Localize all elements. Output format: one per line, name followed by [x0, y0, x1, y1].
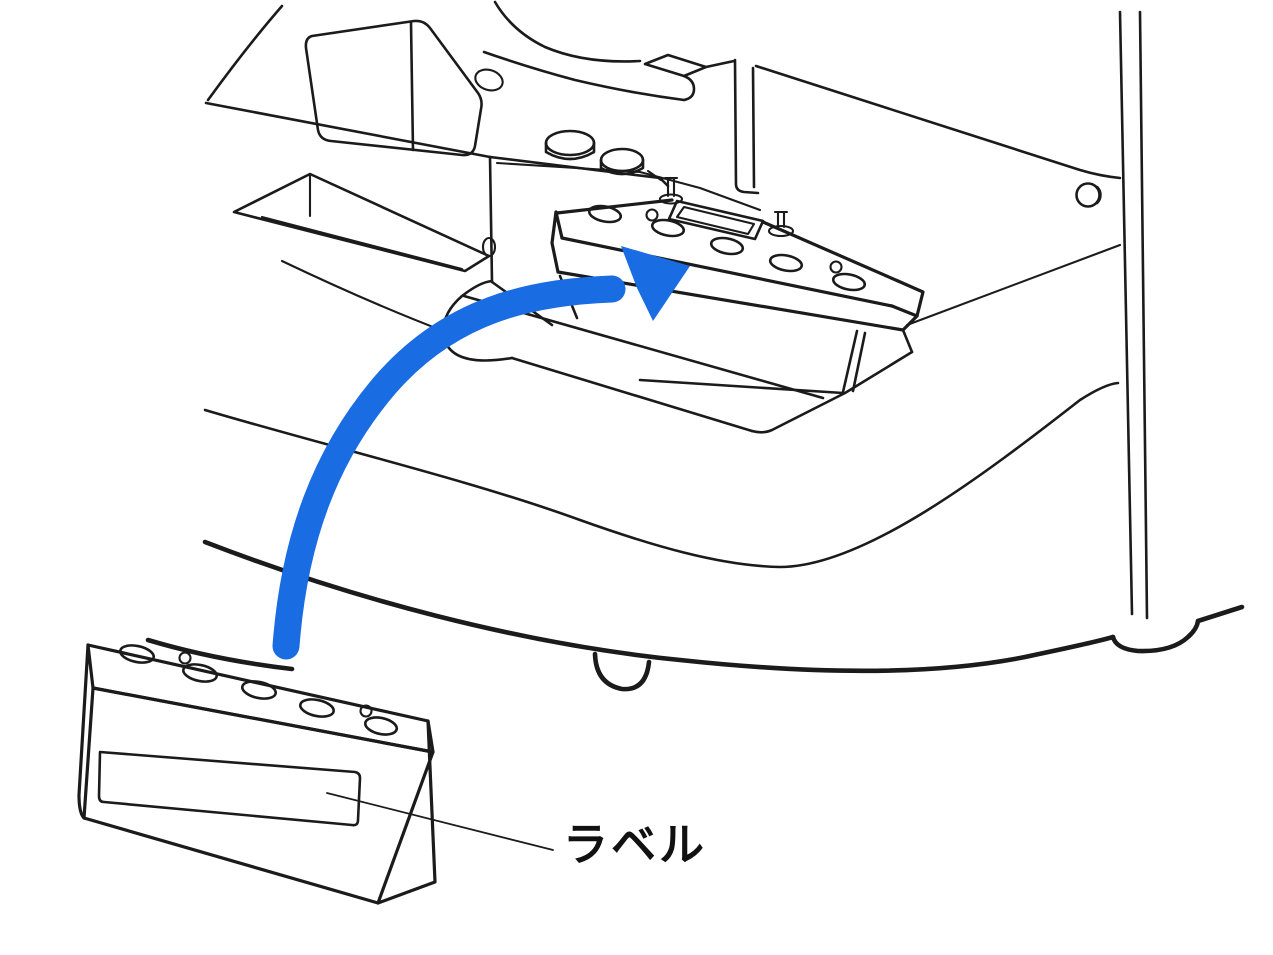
- box-hole-2: [181, 663, 219, 683]
- bar-back-edge-right: [761, 220, 900, 283]
- screw-box-nub: [481, 236, 497, 258]
- machine-right-edge-inner: [1118, 10, 1134, 616]
- bar-hole-small-1: [645, 208, 659, 222]
- callout-label: ラベル: [563, 819, 708, 870]
- base-front-edge: [202, 539, 1116, 674]
- interior-cartridge-box: [304, 19, 504, 157]
- ridge-notch-curve: [682, 74, 696, 102]
- box-hole-small-1: [178, 651, 192, 665]
- machine-right-edge-outer: [1138, 10, 1149, 620]
- arrow-head: [621, 246, 690, 321]
- pin-2-stem: [773, 210, 789, 229]
- recess-inner: [675, 205, 756, 236]
- deck-back-edge: [204, 101, 492, 159]
- base-bottom-left-edge: [145, 637, 295, 672]
- box-right-face: [376, 719, 437, 905]
- alignment-pin-2: [767, 210, 795, 238]
- pedestal-right-leg-a: [841, 329, 859, 394]
- pin-2-cap: [767, 224, 795, 238]
- arrow-shaft: [272, 275, 626, 660]
- dome-screw-1: [544, 129, 596, 157]
- top-ridge-right: [754, 64, 1122, 180]
- dome-screw-2-side: [599, 158, 645, 176]
- box-hole-1: [118, 644, 156, 664]
- screw-box-top: [488, 155, 662, 180]
- frame-post-right: [751, 66, 756, 189]
- deck-edge-right: [905, 243, 1122, 327]
- tray-recess: [462, 274, 914, 434]
- pin-1-stem: [663, 176, 679, 198]
- bar-hole-small-2: [829, 260, 843, 274]
- frame-post-left: [733, 58, 760, 195]
- bar-hole-4: [768, 253, 804, 273]
- ridge-notch-step: [643, 53, 708, 78]
- box-front-face: [82, 686, 435, 905]
- box-hole-4: [298, 698, 336, 718]
- dome-screw-2: [599, 147, 645, 173]
- bar-hole-3: [709, 236, 745, 256]
- alignment-pin-1: [646, 169, 684, 205]
- base-front-edge-right: [1195, 604, 1245, 624]
- top-ridge-left: [493, 0, 642, 63]
- dome-screw-1-side: [544, 141, 596, 161]
- left-foot: [592, 651, 652, 692]
- curved-arrow-icon: [272, 246, 690, 660]
- pedestal-bottom: [638, 378, 845, 395]
- tray-floor-front: [750, 350, 914, 434]
- bar-hole-1: [587, 204, 623, 224]
- screw-box-left: [488, 155, 494, 284]
- consumable-box: [77, 643, 437, 905]
- box-left-edge: [77, 643, 90, 820]
- cartridge-box-outline: [304, 19, 483, 157]
- tray-right-edge: [901, 328, 914, 354]
- slot-deck-edge: [280, 259, 448, 334]
- pin-1-cap: [658, 193, 684, 205]
- bar-right-end-cap: [890, 279, 925, 318]
- holder-bar: [550, 169, 925, 332]
- bar-front-top-edge: [560, 236, 894, 308]
- recess-outer: [667, 199, 765, 241]
- right-foot: [1110, 618, 1201, 654]
- label-area: [97, 750, 362, 827]
- arm-lower-edge: [482, 50, 686, 102]
- pedestal-right-leg-b: [851, 331, 867, 393]
- box-hole-small-2: [359, 704, 373, 718]
- cartridge-box-divider: [409, 21, 415, 152]
- bar-left-corner: [554, 210, 564, 240]
- deck-oval-hole: [474, 68, 504, 92]
- box-hole-3: [240, 680, 278, 700]
- slot-inner-floor: [260, 215, 464, 271]
- box-hole-5: [363, 716, 399, 736]
- bar-hole-2: [650, 218, 686, 238]
- bar-right-end-bottom: [901, 314, 919, 332]
- pin-1-link: [646, 169, 663, 182]
- bar-left-end: [550, 210, 560, 274]
- side-knob-rim: [1095, 185, 1102, 205]
- bar-back-edge-left: [555, 198, 674, 215]
- top-left-corner: [206, 4, 284, 102]
- callout-line: [326, 792, 554, 851]
- ridge-notch-link: [704, 59, 736, 69]
- machine-body: [145, 0, 1245, 692]
- tray-lip-inner: [510, 356, 754, 433]
- slot-outline: [232, 172, 491, 273]
- front-panel-curve: [203, 381, 1120, 569]
- bar-hole-5: [831, 272, 867, 292]
